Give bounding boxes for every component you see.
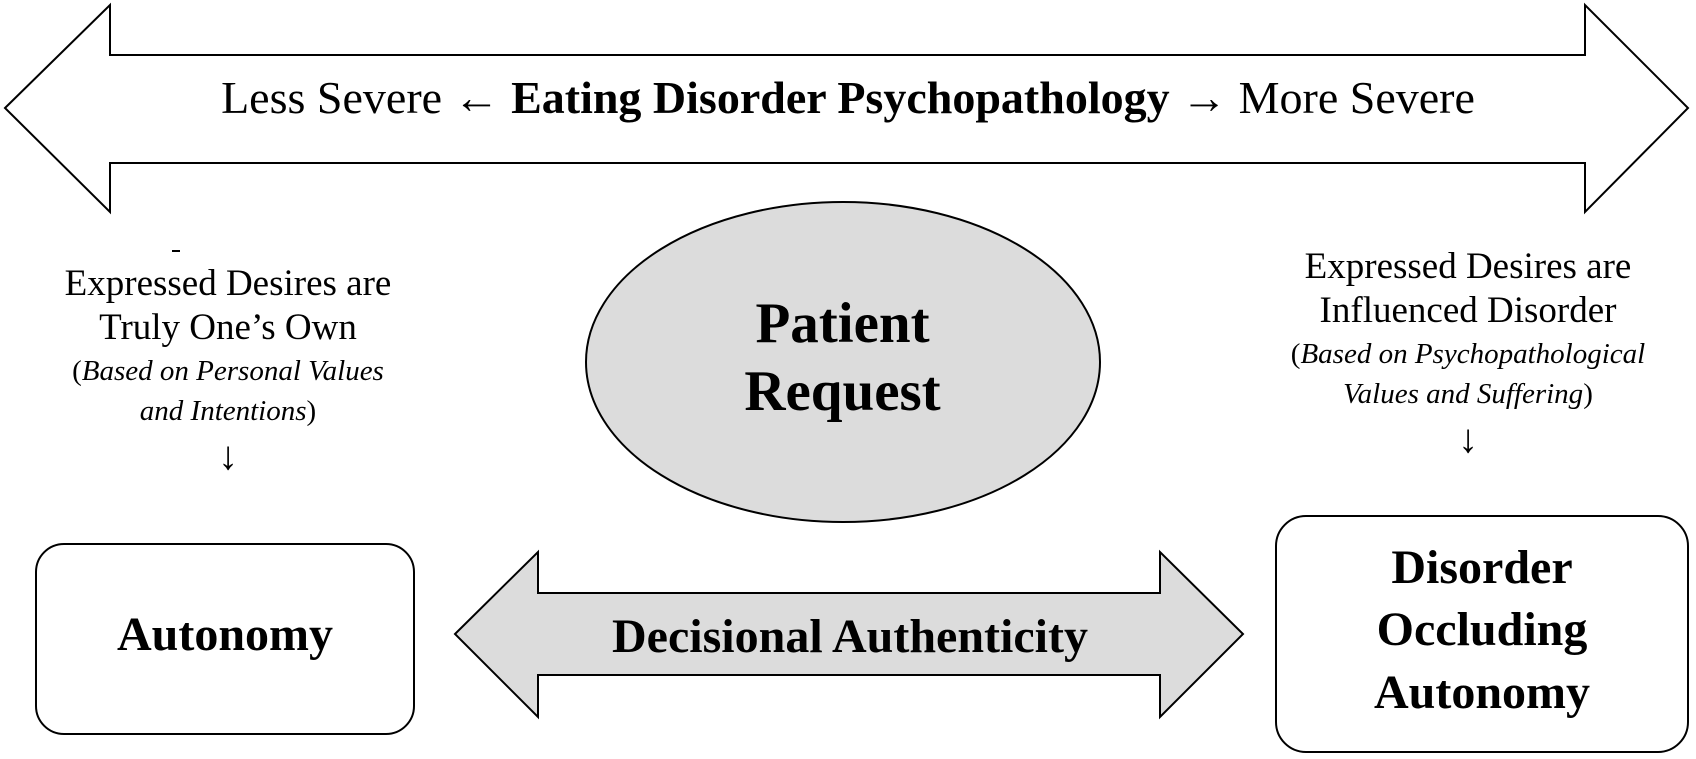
right-box-line1: Disorder	[1391, 541, 1573, 594]
patient-request-label: Patient Request	[590, 290, 1095, 427]
right-box-line3: Autonomy	[1373, 665, 1591, 719]
patient-request-oval	[585, 201, 1101, 523]
right-box-line2: Occluding	[1376, 603, 1588, 657]
autonomy-box	[35, 543, 415, 735]
left-note-line1: Based on Personal Values	[81, 354, 384, 387]
left-desc-note: (Based on Personal Values and Intentions…	[72, 354, 384, 428]
decisional-authenticity-label: Decisional Authenticity	[612, 610, 1088, 663]
less-severe-label: Less Severe ←	[221, 72, 500, 123]
left-desc-line2: Truly One’s Own	[99, 307, 357, 349]
down-arrow-icon: ↓	[218, 432, 238, 478]
oval-line1: Patient	[755, 292, 930, 355]
spectrum-title: Eating Disorder Psychopathology	[511, 72, 1170, 123]
right-note-line1: Based on Psychopathological	[1300, 337, 1646, 370]
stray-dash-mark	[172, 250, 180, 252]
influenced-disorder-description: Expressed Desires are Influenced Disorde…	[1240, 245, 1696, 463]
severity-spectrum-arrow	[3, 2, 1690, 215]
left-desc-line1: Expressed Desires are	[64, 263, 392, 304]
disorder-occluding-autonomy-label: Disorder Occluding Autonomy	[1276, 537, 1688, 724]
severity-spectrum-label: Less Severe ← Eating Disorder Psychopath…	[110, 72, 1586, 124]
oval-line2: Request	[744, 360, 941, 424]
down-arrow-icon: ↓	[1458, 415, 1478, 461]
right-desc-line2: Influenced Disorder	[1319, 290, 1617, 332]
disorder-occluding-autonomy-box	[1275, 515, 1689, 753]
truly-own-description: Expressed Desires are Truly One’s Own (B…	[0, 262, 456, 480]
more-severe-label: → More Severe	[1181, 72, 1475, 123]
right-desc-note: (Based on Psychopathological Values and …	[1290, 337, 1646, 411]
right-desc-line1: Expressed Desires are	[1304, 246, 1632, 287]
decisional-authenticity-arrow	[453, 549, 1245, 720]
autonomy-label: Autonomy	[116, 608, 334, 661]
right-note-line2: Values and Suffering	[1343, 378, 1584, 411]
left-note-line2: and Intentions	[139, 395, 307, 428]
